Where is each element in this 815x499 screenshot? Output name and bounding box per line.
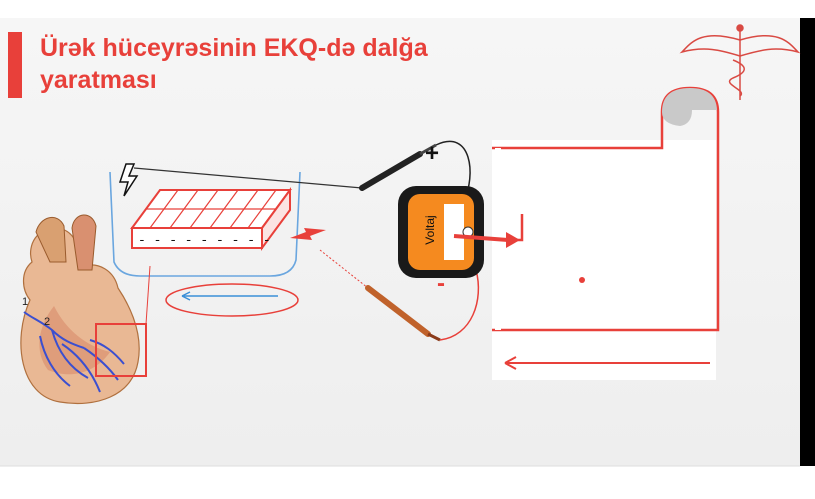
output-arrow xyxy=(453,232,520,248)
negative-sign: - xyxy=(437,270,445,297)
zoom-connector xyxy=(145,265,151,325)
current-direction-arrow xyxy=(181,291,278,301)
page-title: Ürək hüceyrəsinin EKQ-də dalğa yaratması xyxy=(40,32,428,96)
recording-paper-scroll xyxy=(492,86,720,380)
paper-direction-arrow xyxy=(504,356,710,370)
heart-illustration xyxy=(20,214,147,405)
heart-zoom-box xyxy=(95,323,147,377)
saline-bath xyxy=(109,171,301,277)
voltmeter-device xyxy=(398,186,484,278)
cell-charges: - - - - - - - - - xyxy=(138,233,271,248)
positive-sign: + xyxy=(425,140,440,167)
current-loop xyxy=(165,283,299,317)
voltmeter-label: Voltaj xyxy=(423,215,437,245)
lightning-icon xyxy=(118,163,139,197)
heart-cell-block: - - - - - - - - - xyxy=(130,186,292,252)
heart-label-2: 2 xyxy=(44,316,51,328)
title-line-1: Ürək hüceyrəsinin EKQ-də dalğa xyxy=(40,34,428,62)
top-wire xyxy=(133,167,363,189)
frame-right-bar xyxy=(800,18,815,466)
caduceus-logo-icon xyxy=(679,24,801,100)
heart-label-1: 1 xyxy=(22,296,29,308)
negative-probe xyxy=(319,249,480,342)
title-line-2: yaratması xyxy=(40,66,157,94)
signal-zigzag-icon xyxy=(290,228,326,240)
title-accent-bar xyxy=(8,32,22,98)
